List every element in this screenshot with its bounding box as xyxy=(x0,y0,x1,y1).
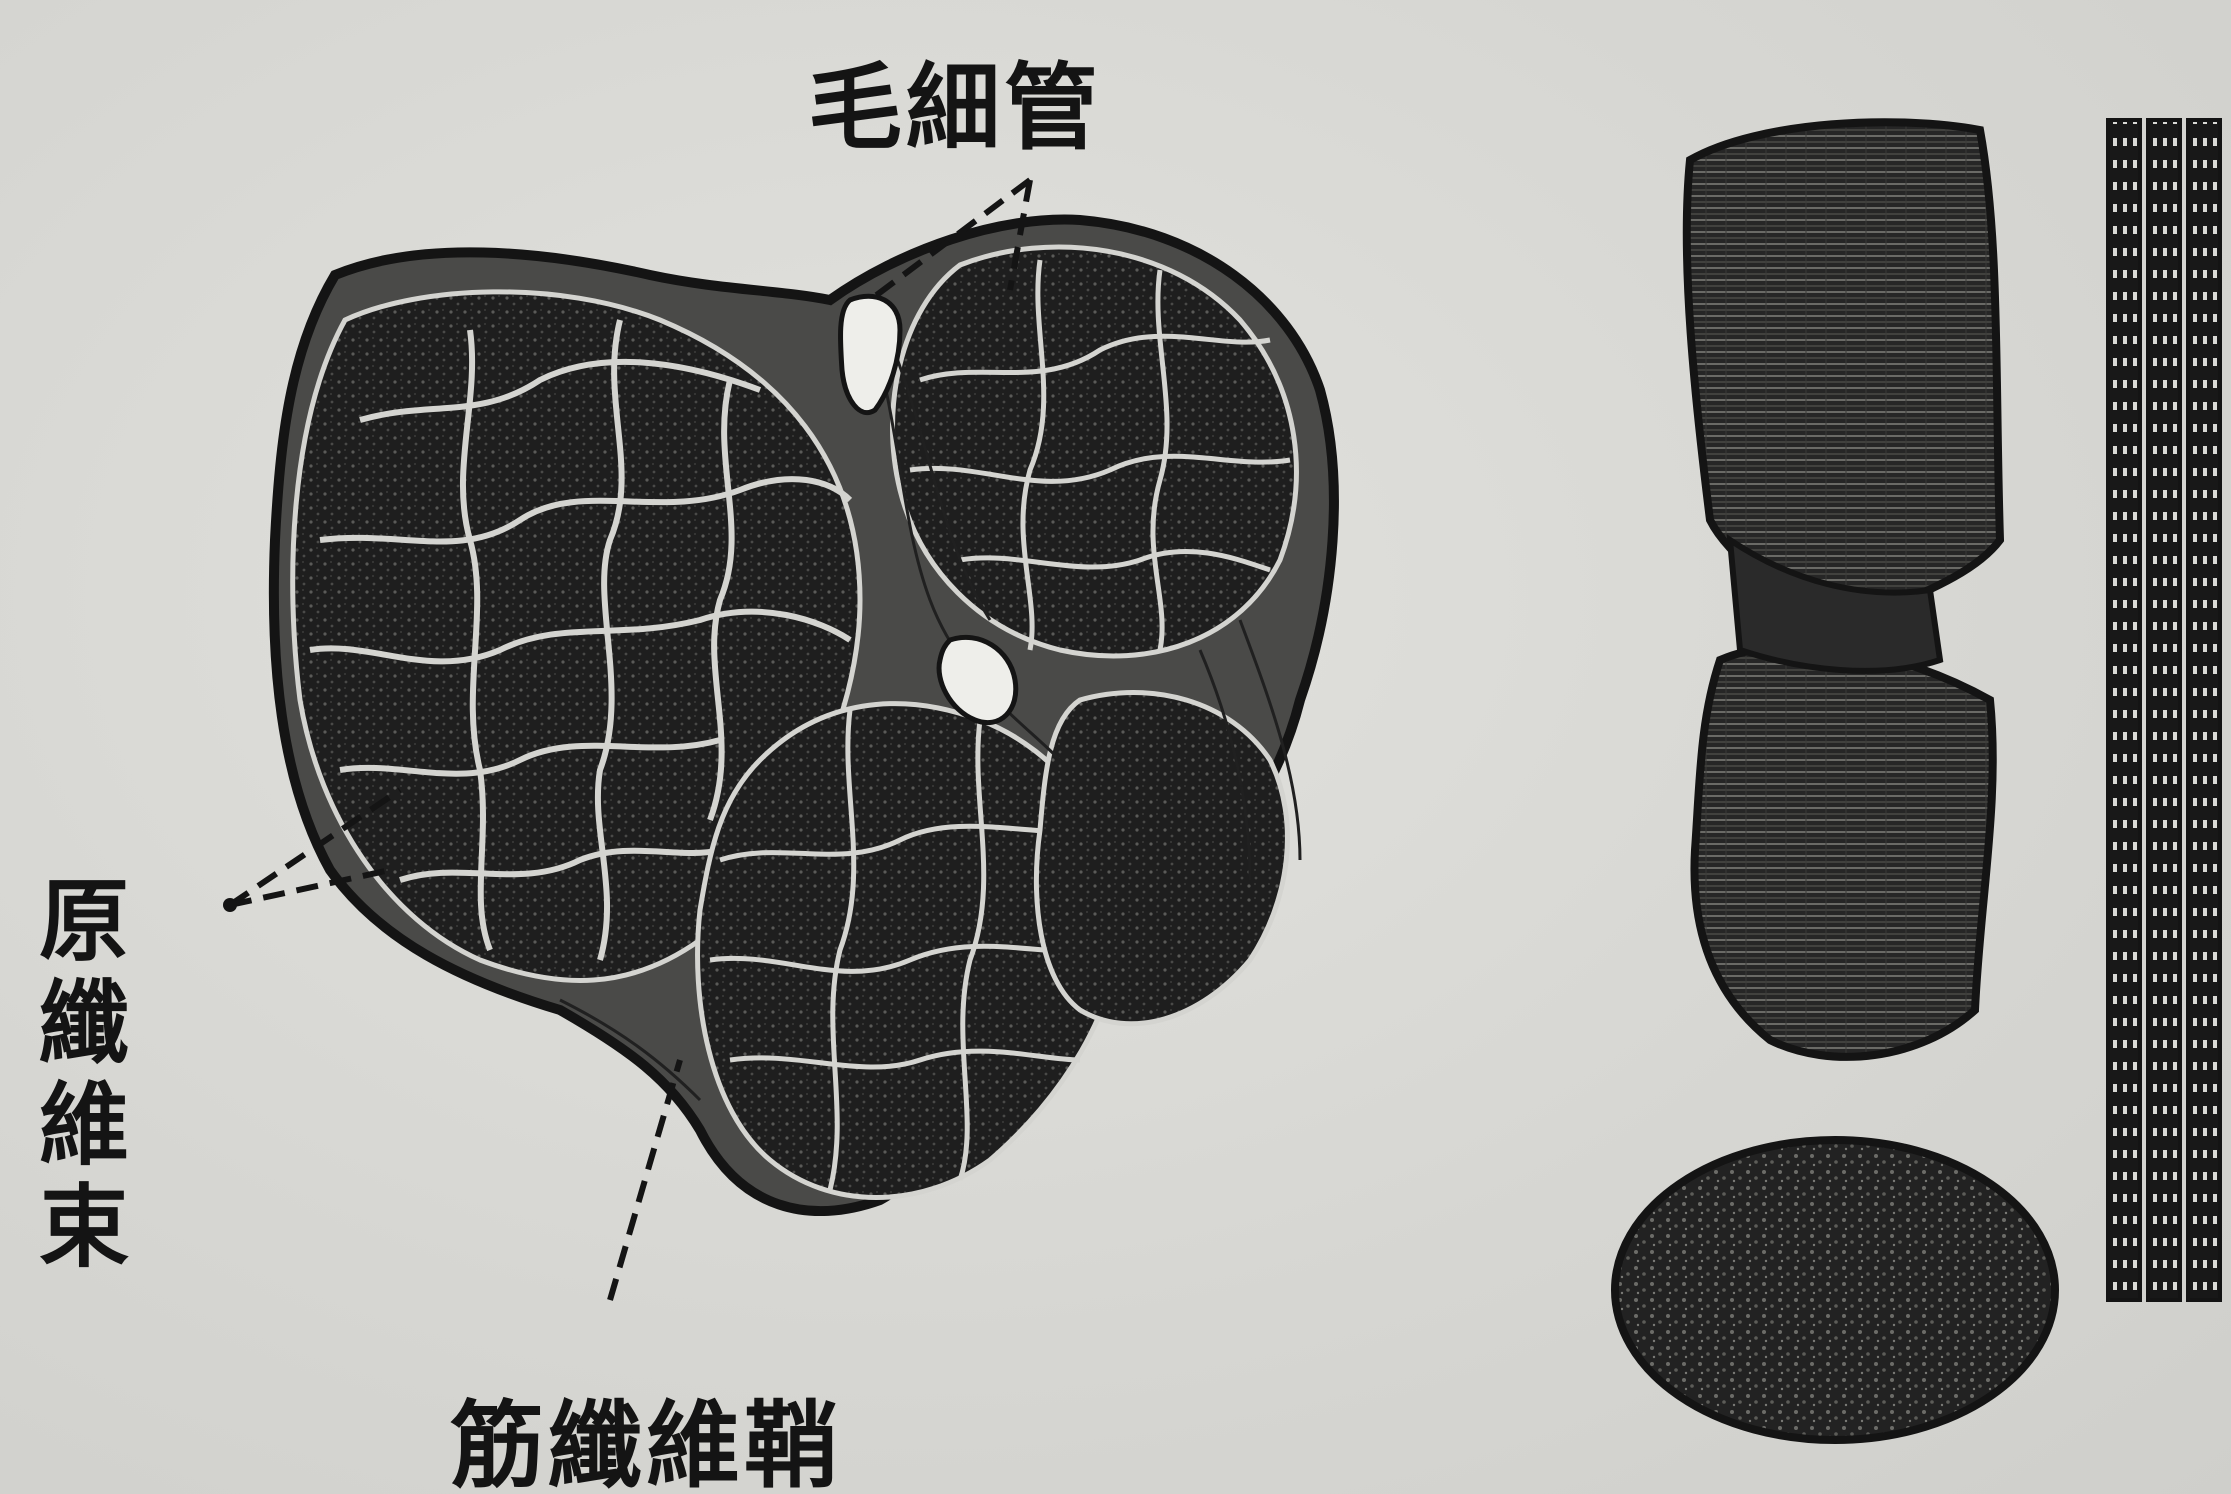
label-capillary: 毛細管 xyxy=(808,32,1102,168)
striated-fibrils xyxy=(2108,120,2220,1300)
fibril-strip-3 xyxy=(2188,120,2220,1300)
fiber-cross-section xyxy=(1615,1140,2055,1440)
label-sarcolemma: 筋纖維鞘 xyxy=(450,1370,842,1494)
cross-section xyxy=(274,220,1334,1212)
leader-dot xyxy=(223,898,237,912)
isolated-fiber xyxy=(1687,122,2000,1057)
fibril-strip-1 xyxy=(2108,120,2140,1300)
label-fibril-bundle: 原 纖 維 束 xyxy=(34,870,134,1278)
fibril-strip-2 xyxy=(2148,120,2180,1300)
fiber-lower-segment xyxy=(1694,646,1992,1057)
